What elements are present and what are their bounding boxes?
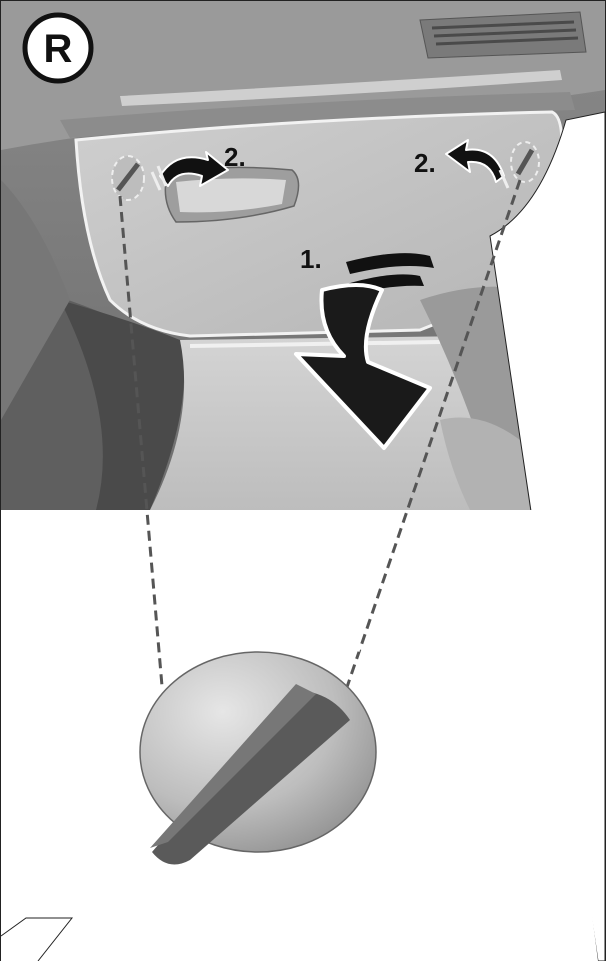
corner-mark	[0, 917, 74, 961]
curved-arrow-left-icon	[445, 139, 510, 189]
curved-arrow-right-icon	[150, 151, 229, 191]
circled-letter-r-icon: R	[22, 12, 94, 84]
left-latch	[111, 155, 145, 201]
step-1-label: 1.	[300, 244, 322, 274]
badge-letter: R	[44, 27, 73, 71]
dashboard-scene	[1, 1, 605, 511]
door-panel	[489, 111, 606, 961]
callout-lines	[118, 179, 522, 691]
air-vent	[419, 11, 587, 59]
right-latch	[510, 141, 540, 183]
glovebox-handle	[164, 166, 300, 223]
step-2-left-label: 2.	[224, 142, 246, 172]
step-2-right-label: 2.	[414, 148, 436, 178]
curved-arrow-down-icon	[294, 253, 434, 450]
rotary-latch-knob-icon	[139, 630, 377, 865]
